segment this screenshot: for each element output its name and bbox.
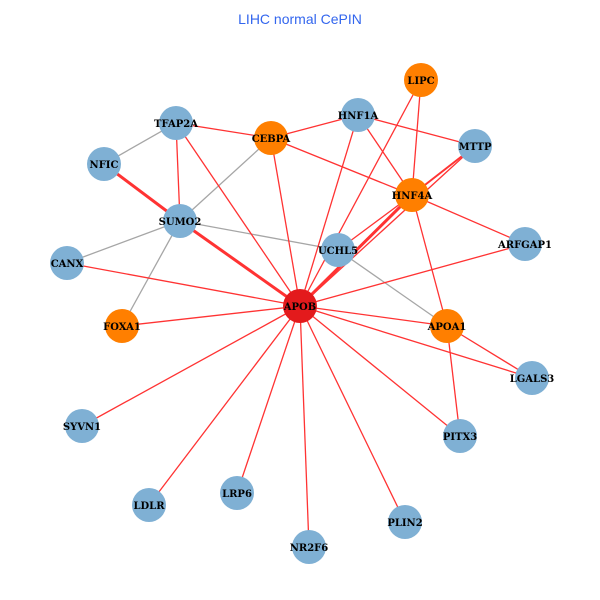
node-arfgap1[interactable]: ARFGAP1 xyxy=(497,227,552,261)
edge-sumo2-uchl5 xyxy=(179,220,339,251)
node-label: FOXA1 xyxy=(103,322,141,333)
node-circle xyxy=(132,488,166,522)
node-circle xyxy=(388,505,422,539)
edge-hnf1a-apob xyxy=(299,114,359,307)
node-syvn1[interactable]: SYVN1 xyxy=(63,409,101,443)
node-hnf4a[interactable]: HNF4A xyxy=(392,178,433,212)
node-nfic[interactable]: NFIC xyxy=(87,147,121,181)
edge-canx-apob xyxy=(66,262,301,307)
node-circle xyxy=(515,361,549,395)
edge-hnf4a-arfgap1 xyxy=(411,194,526,245)
node-label: CANX xyxy=(51,259,84,270)
diagram-title: LIHC normal CePIN xyxy=(238,11,362,27)
node-tfap2a[interactable]: TFAP2A xyxy=(154,106,198,140)
node-label: CEBPA xyxy=(252,134,291,145)
node-sumo2[interactable]: SUMO2 xyxy=(159,204,202,238)
node-label: PLIN2 xyxy=(387,518,422,529)
node-circle xyxy=(87,147,121,181)
node-circle xyxy=(163,204,197,238)
edge-sumo2-foxa1 xyxy=(121,220,181,327)
node-label: HNF1A xyxy=(338,111,379,122)
node-circle xyxy=(292,530,326,564)
node-label: TFAP2A xyxy=(154,119,198,130)
node-label: MTTP xyxy=(458,142,492,153)
edge-hnf4a-apoa1 xyxy=(411,194,448,327)
edge-apob-lrp6 xyxy=(236,305,301,494)
node-circle xyxy=(430,309,464,343)
node-label: HNF4A xyxy=(392,191,433,202)
node-circle xyxy=(458,129,492,163)
node-lrp6[interactable]: LRP6 xyxy=(220,476,254,510)
edge-uchl5-apoa1 xyxy=(337,249,448,327)
node-hnf1a[interactable]: HNF1A xyxy=(338,98,379,132)
node-circle xyxy=(395,178,429,212)
edge-apoa1-apob xyxy=(299,305,448,327)
edge-hnf4a-apob xyxy=(298,193,414,308)
node-label: LRP6 xyxy=(222,489,252,500)
edge-sumo2-apob xyxy=(179,219,301,308)
edge-apoa1-pitx3 xyxy=(446,325,461,437)
edge-lipc-hnf4a xyxy=(411,79,422,196)
edge-apob-ldlr xyxy=(148,305,301,506)
node-label: LGALS3 xyxy=(510,374,555,385)
edge-apob-nr2f6 xyxy=(299,305,310,548)
edge-cebpa-apob xyxy=(270,137,301,307)
node-apoa1[interactable]: APOA1 xyxy=(427,309,467,343)
node-lgals3[interactable]: LGALS3 xyxy=(510,361,555,395)
node-circle xyxy=(443,419,477,453)
node-label: LDLR xyxy=(133,501,165,512)
node-circle xyxy=(65,409,99,443)
edge-foxa1-apob xyxy=(121,305,301,327)
edge-cebpa-sumo2 xyxy=(179,137,272,222)
node-label: PITX3 xyxy=(443,432,477,443)
edge-apob-plin2 xyxy=(299,305,406,523)
node-cebpa[interactable]: CEBPA xyxy=(252,121,291,155)
node-label: UCHL5 xyxy=(318,246,358,257)
edge-mttp-apob xyxy=(299,145,476,307)
node-nr2f6[interactable]: NR2F6 xyxy=(290,530,329,564)
edge-apob-pitx3 xyxy=(299,305,461,437)
node-circle xyxy=(283,289,317,323)
node-label: APOB xyxy=(283,302,316,313)
node-lipc[interactable]: LIPC xyxy=(404,63,438,97)
node-circle xyxy=(159,106,193,140)
node-label: SYVN1 xyxy=(63,422,101,433)
node-label: APOA1 xyxy=(427,322,467,333)
node-label: NR2F6 xyxy=(290,543,329,554)
node-label: ARFGAP1 xyxy=(497,240,552,251)
node-circle xyxy=(105,309,139,343)
edge-apob-syvn1 xyxy=(81,305,301,427)
node-label: LIPC xyxy=(407,76,434,87)
node-canx[interactable]: CANX xyxy=(50,246,84,280)
edge-lipc-apob xyxy=(299,79,422,307)
node-circle xyxy=(50,246,84,280)
node-circle xyxy=(508,227,542,261)
edge-tfap2a-apob xyxy=(175,122,301,307)
node-ldlr[interactable]: LDLR xyxy=(132,488,166,522)
node-circle xyxy=(404,63,438,97)
node-pitx3[interactable]: PITX3 xyxy=(443,419,477,453)
node-label: SUMO2 xyxy=(159,217,202,228)
node-circle xyxy=(341,98,375,132)
node-circle xyxy=(254,121,288,155)
node-plin2[interactable]: PLIN2 xyxy=(387,505,423,539)
edge-apob-lgals3 xyxy=(299,305,533,379)
node-uchl5[interactable]: UCHL5 xyxy=(318,233,358,267)
edge-sumo2-canx xyxy=(66,220,181,264)
node-circle xyxy=(321,233,355,267)
edge-arfgap1-apob xyxy=(299,243,526,307)
node-label: NFIC xyxy=(90,160,119,171)
edge-cebpa-hnf4a xyxy=(270,137,413,196)
node-apob[interactable]: APOB xyxy=(283,289,317,323)
node-foxa1[interactable]: FOXA1 xyxy=(103,309,141,343)
node-mttp[interactable]: MTTP xyxy=(458,129,492,163)
node-circle xyxy=(220,476,254,510)
